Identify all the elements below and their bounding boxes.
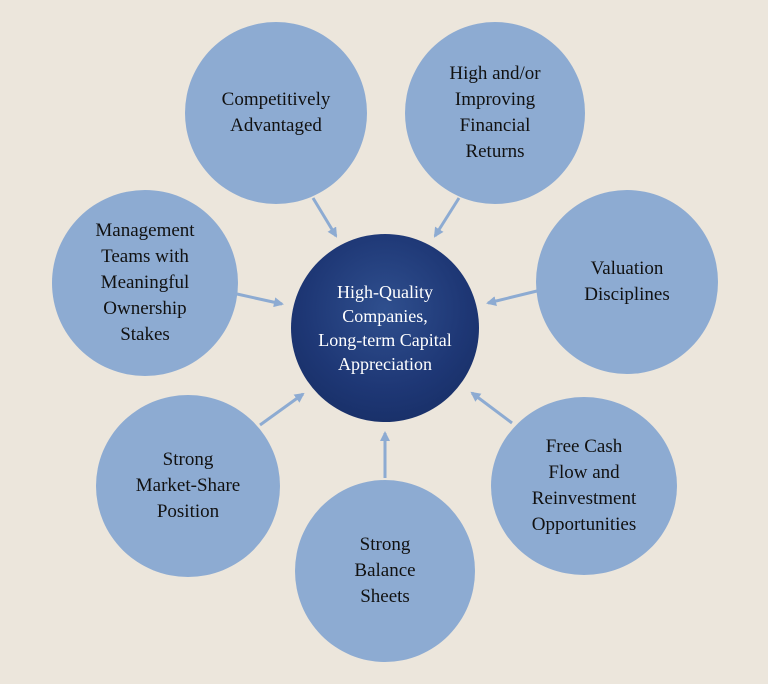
center-node: High-Quality Companies, Long-term Capita… <box>291 234 479 422</box>
node-market-share-position: Strong Market-Share Position <box>96 395 280 577</box>
node-valuation-disciplines: Valuation Disciplines <box>536 190 718 374</box>
arrow-free-cash-flow <box>470 391 513 425</box>
arrow-market-share-position <box>259 392 305 427</box>
node-strong-balance-sheets: Strong Balance Sheets <box>295 480 475 662</box>
arrow-financial-returns <box>433 197 461 238</box>
node-management-teams: Management Teams with Meaningful Ownersh… <box>52 190 238 376</box>
arrow-competitively-advantaged <box>311 197 338 238</box>
node-financial-returns: High and/or Improving Financial Returns <box>405 22 585 204</box>
arrow-management-teams <box>236 292 284 308</box>
arrow-valuation-disciplines <box>486 289 538 306</box>
node-competitively-advantaged: Competitively Advantaged <box>185 22 367 204</box>
node-free-cash-flow: Free Cash Flow and Reinvestment Opportun… <box>491 397 677 575</box>
